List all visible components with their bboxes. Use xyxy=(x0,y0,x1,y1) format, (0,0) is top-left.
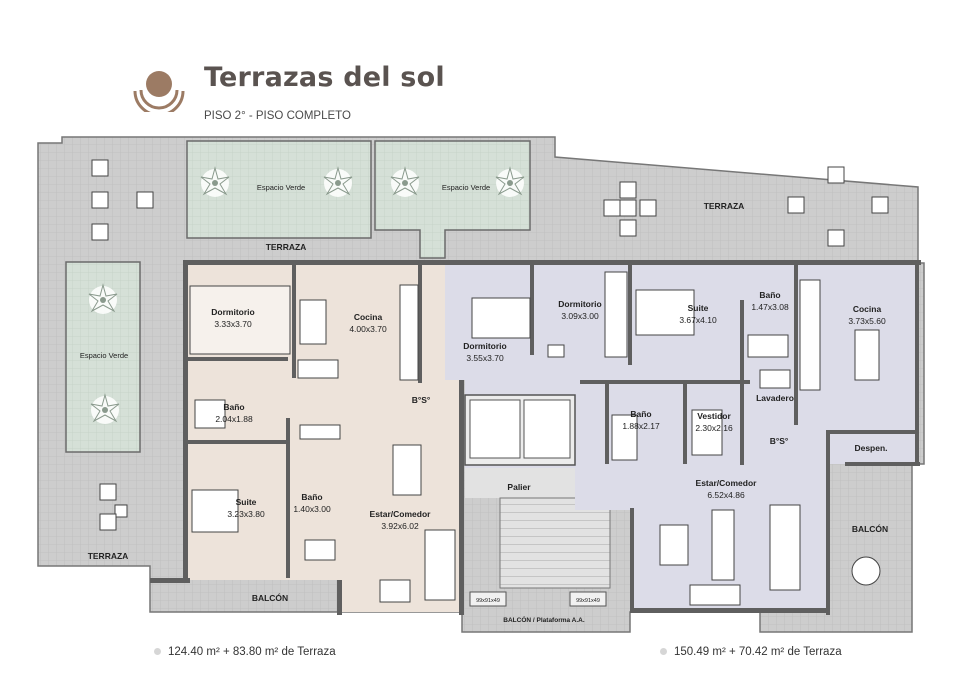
furniture xyxy=(189,271,881,606)
area-right: 150.49 m² + 70.42 m² de Terraza xyxy=(660,646,842,658)
room-estar-2-size: 6.52x4.86 xyxy=(707,490,745,500)
label-terraza-top-left: TERRAZA xyxy=(266,242,307,252)
label-espacio-verde-3: Espacio Verde xyxy=(80,351,128,360)
label-espacio-verde-2: Espacio Verde xyxy=(442,183,490,192)
palier-floor xyxy=(465,468,575,498)
room-suite-2-size: 3.67x4.10 xyxy=(679,315,717,325)
page-title: Terrazas del sol xyxy=(204,62,445,93)
room-bano-1-size: 2.04x1.88 xyxy=(215,414,253,424)
room-bano-4-name: Baño xyxy=(630,409,651,419)
room-bano-2-size: 1.40x3.00 xyxy=(293,504,331,514)
room-bano-3-size: 1.47x3.08 xyxy=(751,302,789,312)
room-dormitorio-2-name: Dormitorio xyxy=(463,341,506,351)
room-dormitorio-3-name: Dormitorio xyxy=(558,299,601,309)
room-despen-name: Despen. xyxy=(854,443,887,453)
label-ac-2: 99x91x49 xyxy=(576,598,600,604)
room-suite-1-size: 3.23x3.80 xyxy=(227,509,265,519)
label-balcon-left: BALCÓN xyxy=(252,592,288,603)
room-vestidor-size: 2.30x2.16 xyxy=(695,423,733,433)
room-palier-name: Palier xyxy=(507,482,531,492)
label-balcon-center: BALCÓN / Plataforma A.A. xyxy=(503,615,585,624)
walls xyxy=(150,260,921,615)
room-lavadero-name: Lavadero xyxy=(756,393,794,403)
green-space-2 xyxy=(374,140,531,259)
outdoor-furniture xyxy=(91,159,889,531)
bullet-icon xyxy=(154,648,161,656)
room-cocina-2-size: 3.73x5.60 xyxy=(848,316,886,326)
room-dormitorio-1-size: 3.33x3.70 xyxy=(214,319,252,329)
sun-rings-logo xyxy=(133,71,185,112)
label-ac-1: 99x91x49 xyxy=(476,598,500,604)
room-bano-2-name: Baño xyxy=(301,492,322,502)
label-terraza-top-right: TERRAZA xyxy=(704,201,745,211)
room-bano-4-size: 1.88x2.17 xyxy=(622,421,660,431)
room-vestidor-name: Vestidor xyxy=(697,411,731,421)
room-bs-2-name: B°S° xyxy=(770,436,789,446)
room-suite-1-name: Suite xyxy=(236,497,257,507)
area-left-text: 124.40 m² + 83.80 m² de Terraza xyxy=(168,646,336,658)
room-suite-2-name: Suite xyxy=(688,303,709,313)
bullet-icon xyxy=(660,648,667,656)
room-bano-3-name: Baño xyxy=(759,290,780,300)
room-cocina-2-name: Cocina xyxy=(853,304,882,314)
room-estar-2-name: Estar/Comedor xyxy=(696,478,758,488)
room-estar-1-size: 3.92x6.02 xyxy=(381,521,419,531)
room-estar-1-name: Estar/Comedor xyxy=(370,509,432,519)
room-cocina-1-name: Cocina xyxy=(354,312,383,322)
label-terraza-left: TERRAZA xyxy=(88,551,129,561)
page-subtitle: PISO 2° - PISO COMPLETO xyxy=(204,110,351,122)
room-dormitorio-3-size: 3.09x3.00 xyxy=(561,311,599,321)
room-cocina-1-size: 4.00x3.70 xyxy=(349,324,387,334)
area-left: 124.40 m² + 83.80 m² de Terraza xyxy=(154,646,336,658)
room-bs-1-name: B°S° xyxy=(412,395,431,405)
stairs xyxy=(499,497,611,589)
label-balcon-right: BALCÓN xyxy=(852,523,888,534)
room-dormitorio-2-size: 3.55x3.70 xyxy=(466,353,504,363)
ac-unit-1-box xyxy=(469,591,507,607)
room-dormitorio-1-name: Dormitorio xyxy=(211,307,254,317)
room-bano-1-name: Baño xyxy=(223,402,244,412)
area-right-text: 150.49 m² + 70.42 m² de Terraza xyxy=(674,646,842,658)
ac-unit-2-box xyxy=(569,591,607,607)
label-espacio-verde-1: Espacio Verde xyxy=(257,183,305,192)
